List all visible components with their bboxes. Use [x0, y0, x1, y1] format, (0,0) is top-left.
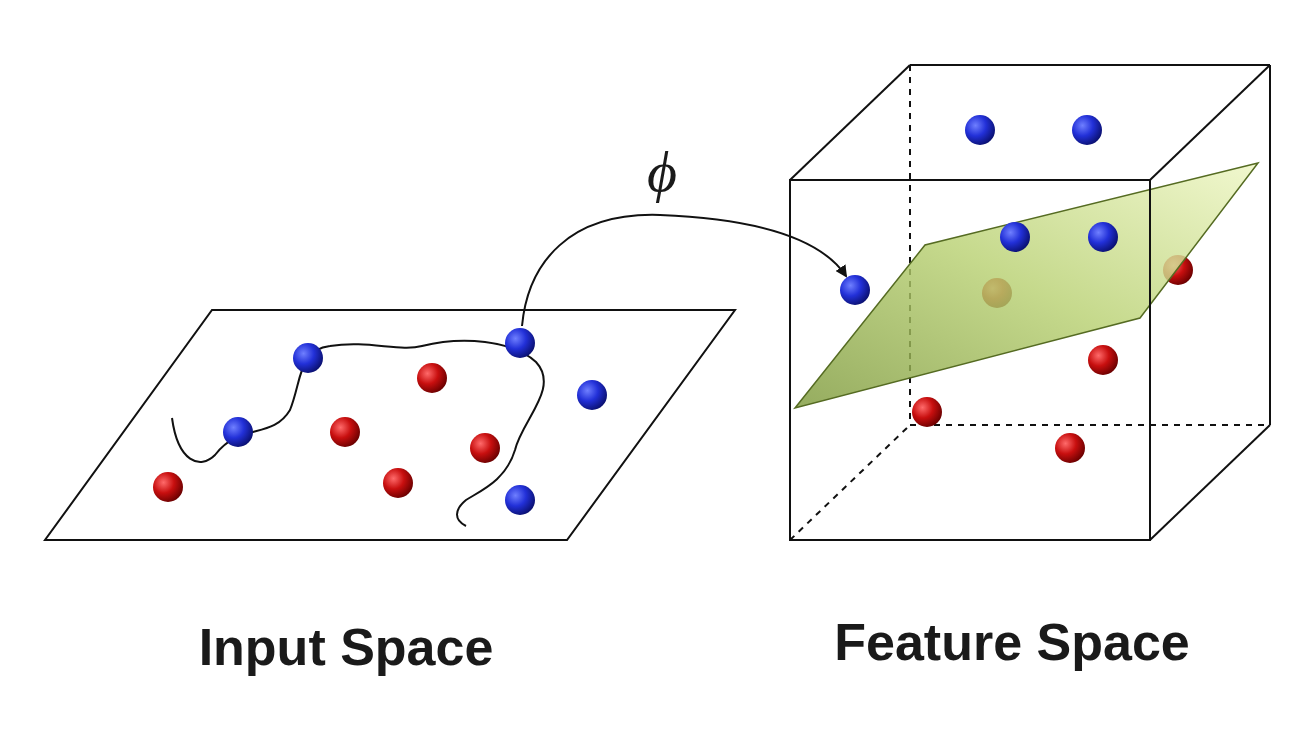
input-points [153, 328, 607, 515]
feature-points-front [840, 222, 1118, 305]
map-symbol: ϕ [647, 140, 677, 204]
space-title: Feature Space [834, 614, 1190, 671]
decision-curve [172, 341, 544, 526]
cube-front-face [790, 180, 1150, 540]
mapping-arrow [522, 215, 846, 326]
feature-cube [790, 65, 1270, 540]
separating-hyperplane [795, 163, 1258, 408]
space-title: Input Space [199, 619, 494, 676]
input-plane [45, 310, 735, 540]
